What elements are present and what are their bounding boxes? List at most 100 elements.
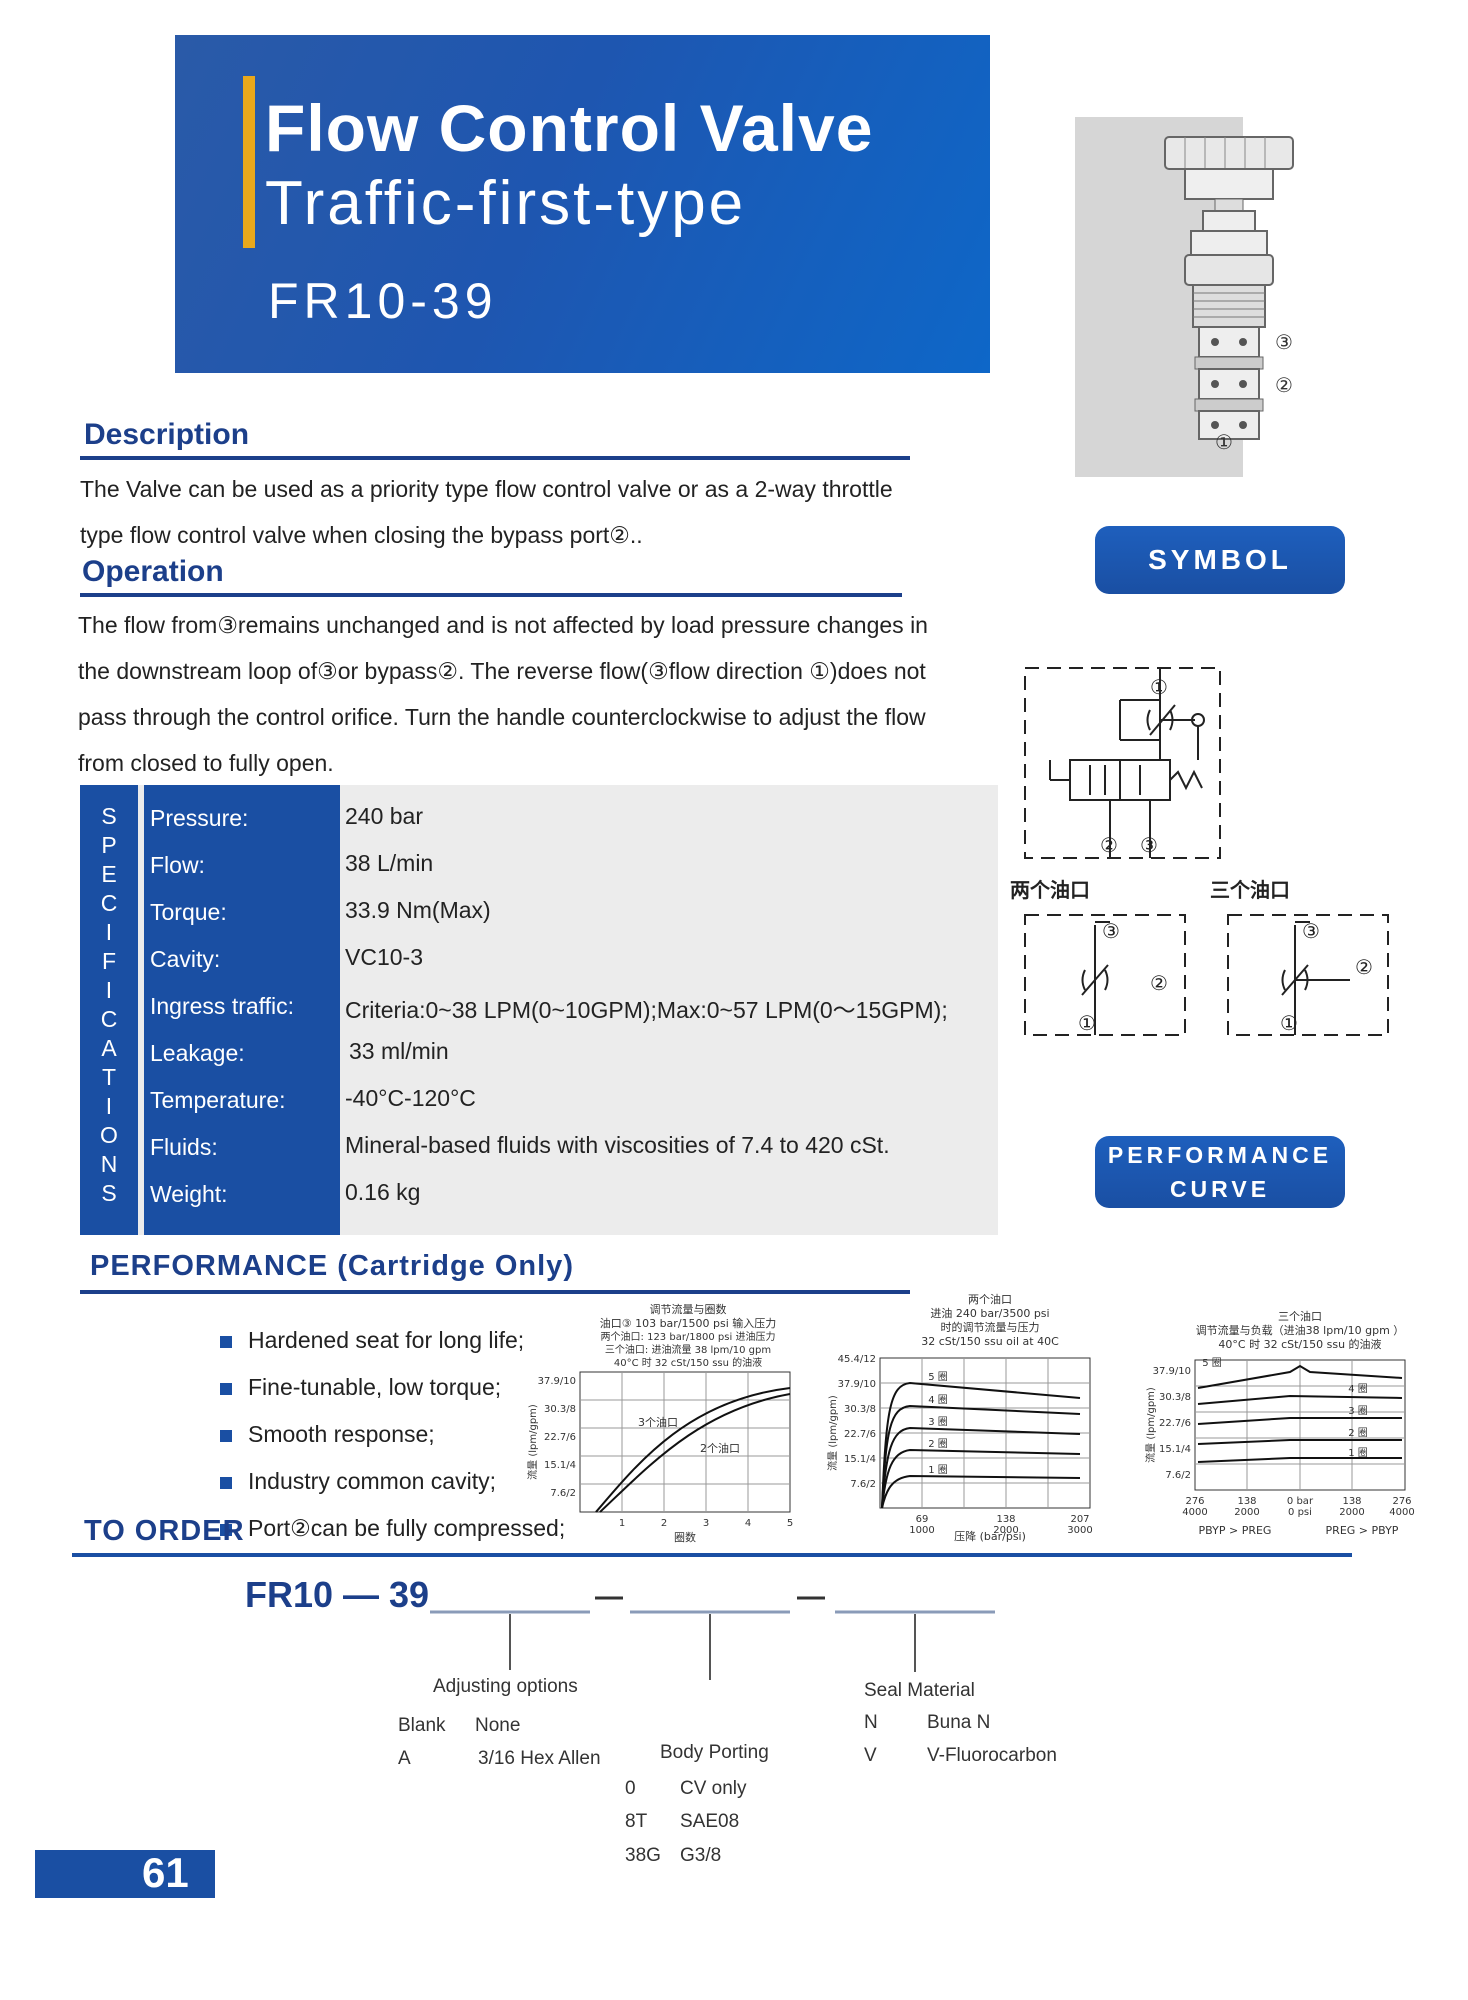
operation-rule [80, 593, 902, 597]
spec-letter: I [105, 919, 113, 945]
graph3-title: 三个油口 [1278, 1309, 1322, 1323]
adjusting-code-blank: Blank [398, 1715, 446, 1736]
performance-curve-button[interactable]: PERFORMANCE CURVE [1095, 1136, 1345, 1208]
feature-text: Port②can be fully compressed; [248, 1515, 566, 1541]
bullet-square-icon [220, 1476, 232, 1489]
graph2-curve-label: 4 圈 [928, 1394, 948, 1406]
bullet-square-icon [220, 1382, 232, 1395]
graph3-curve-label: 3 圈 [1348, 1405, 1368, 1417]
graph1-y-label: 流量 (lpm/gpm) [526, 1404, 539, 1480]
operation-line-3: pass through the control orifice. Turn t… [78, 704, 926, 730]
spec-letter: E [101, 861, 117, 887]
graph1-x-tick: 3 [703, 1518, 709, 1529]
feature-text: Smooth response; [248, 1421, 435, 1447]
three-port-port-1: ① [1280, 1013, 1298, 1035]
seal-code-v: V [864, 1745, 877, 1766]
graph1-y-tick: 37.9/10 [538, 1376, 576, 1387]
symbol-port-1: ① [1150, 677, 1168, 699]
spec-value-weight: 0.16 kg [345, 1179, 421, 1205]
graph3-y-tick: 30.3/8 [1159, 1392, 1191, 1403]
graph1-x-tick: 1 [619, 1518, 625, 1529]
spec-value-cavity: VC10-3 [345, 944, 423, 970]
spec-label-flow: Flow: [150, 852, 205, 878]
spec-letter: A [101, 1035, 117, 1061]
feature-item: Port②can be fully compressed; [220, 1515, 565, 1542]
adjusting-code-a: A [398, 1748, 411, 1769]
seal-material-title: Seal Material [864, 1680, 975, 1701]
graph2-y-label: 流量 (lpm/gpm) [826, 1395, 839, 1471]
graph1-x-tick: 4 [745, 1518, 751, 1529]
performance-curve-button-line-1: PERFORMANCE [1107, 1142, 1333, 1168]
feature-text: Industry common cavity; [248, 1468, 496, 1494]
spec-label-fluids: Fluids: [150, 1134, 218, 1160]
graph2-subtitle: 32 cSt/150 ssu oil at 40C [921, 1335, 1059, 1348]
port-2-label: ② [1275, 375, 1293, 397]
three-port-label: 三个油口 [1210, 878, 1290, 902]
operation-line-2: the downstream loop of③or bypass②. The r… [78, 658, 926, 684]
graph2-curve-label: 2 圈 [928, 1438, 948, 1450]
page-number-tab [35, 1850, 215, 1898]
graph3-x-label-left: PBYP > PREG [1199, 1524, 1272, 1537]
graph3-y-tick: 15.1/4 [1159, 1444, 1191, 1455]
specifications-label-column [144, 785, 340, 1235]
performance-curve-button-line-2: CURVE [1169, 1176, 1271, 1202]
feature-text: Fine-tunable, low torque; [248, 1374, 502, 1400]
spec-value-pressure: 240 bar [345, 803, 424, 829]
spec-value-temperature: -40°C-120°C [345, 1085, 476, 1111]
bullet-square-icon [220, 1523, 232, 1536]
symbol-button[interactable]: SYMBOL [1095, 526, 1345, 594]
graph1-curve-label: 3个油口 [638, 1415, 678, 1429]
graph3-curve-label: 1 圈 [1348, 1447, 1368, 1459]
graph2-title: 两个油口 [968, 1292, 1012, 1306]
operation-heading: Operation [82, 555, 224, 588]
body-desc: SAE08 [680, 1811, 740, 1832]
graph-flow-vs-pressure: 两个油口 进油 240 bar/3500 psi 时的调节流量与压力 32 cS… [826, 1292, 1093, 1543]
graph2-y-tick: 22.7/6 [844, 1429, 876, 1440]
two-port-port-2: ② [1150, 973, 1168, 995]
graph1-y-tick: 22.7/6 [544, 1432, 576, 1443]
graph1-title: 调节流量与圈数 [650, 1302, 727, 1316]
symbol-port-2: ② [1100, 835, 1118, 857]
two-port-label: 两个油口 [1010, 878, 1090, 902]
graph3-curve-label: 2 圈 [1348, 1427, 1368, 1439]
port-3-label: ③ [1275, 332, 1293, 354]
graph1-y-tick: 7.6/2 [550, 1488, 576, 1499]
graph2-x-label: 压降 (bar/psi) [954, 1529, 1026, 1543]
graph2-y-tick: 37.9/10 [838, 1379, 876, 1390]
page-title: Flow Control Valve [265, 91, 874, 165]
order-code-slots [430, 1596, 995, 1680]
operation-line-4: from closed to fully open. [78, 750, 334, 776]
graph1-curve-label: 2个油口 [700, 1441, 740, 1455]
graph3-y-label: 流量 (lpm/gpm) [1144, 1387, 1157, 1463]
feature-item: Hardened seat for long life; [220, 1327, 524, 1354]
specifications-side-bar [80, 785, 138, 1235]
adjusting-desc-none: None [475, 1715, 521, 1736]
description-line-2: type flow control valve when closing the… [80, 522, 643, 548]
feature-item: Fine-tunable, low torque; [220, 1374, 501, 1401]
graph2-curve-label: 5 圈 [928, 1371, 948, 1383]
graph1-subtitle: 油口③ 103 bar/1500 psi 输入压力 [600, 1316, 777, 1330]
page-subtitle: Traffic-first-type [265, 169, 747, 238]
graph2-subtitle: 时的调节流量与压力 [941, 1320, 1040, 1334]
spec-label-temperature: Temperature: [150, 1087, 286, 1113]
spec-letter: P [101, 832, 117, 858]
description-line-1: The Valve can be used as a priority type… [80, 476, 893, 502]
symbol-port-3: ③ [1140, 835, 1158, 857]
spec-letter: T [101, 1064, 117, 1090]
spec-value-flow: 38 L/min [345, 850, 434, 876]
graph1-x-label: 圈数 [674, 1531, 696, 1544]
seal-code-n: N [864, 1712, 878, 1733]
two-port-port-1: ① [1078, 1013, 1096, 1035]
spec-letter: I [105, 977, 113, 1003]
graph2-y-tick: 30.3/8 [844, 1404, 876, 1415]
graph2-y-tick: 7.6/2 [850, 1479, 876, 1490]
performance-rule [80, 1290, 910, 1294]
graph2-curve-label: 1 圈 [928, 1464, 948, 1476]
